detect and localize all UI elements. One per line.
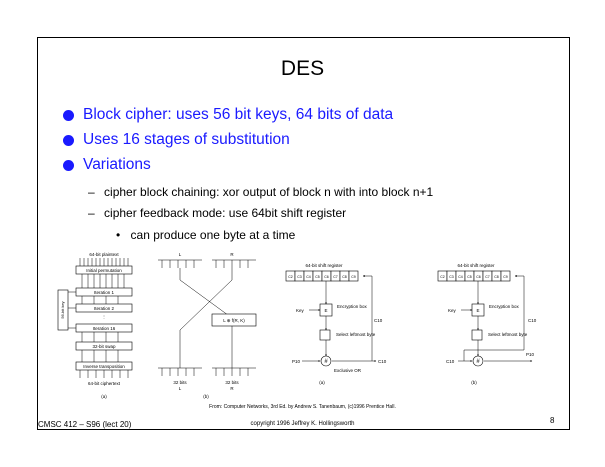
sub-bullet-1: – cipher block chaining: xor output of b… <box>88 185 433 199</box>
shift-register-label: 64-bit shift register <box>305 263 343 268</box>
c10-feedback-label: C10 <box>528 318 537 323</box>
initial-permutation-label: Initial permutation <box>86 268 122 273</box>
bullet-2: Uses 16 stages of substitution <box>63 131 290 149</box>
page-number: 8 <box>550 416 555 425</box>
xor-label: Exclusive OR <box>334 368 362 373</box>
e-label: E <box>476 308 479 313</box>
iteration-1-label: Iteration 1 <box>94 290 115 295</box>
register-cell: C6 <box>476 275 481 279</box>
iter-bottom-left-label: L <box>179 386 182 391</box>
ellipsis: ⋮ <box>102 314 106 319</box>
input-bit-lines <box>79 258 129 266</box>
key-box <box>57 289 69 331</box>
bullet-marker: • <box>116 228 121 242</box>
footer-center: copyright 1996 Jeffrey K. Hollingsworth <box>250 421 355 427</box>
shift-register-label: 64-bit shift register <box>457 263 495 268</box>
iteration-16-label: Iteration 16 <box>93 326 116 331</box>
bullet-3: Variations <box>63 156 151 174</box>
ciphertext-label: 64-bit ciphertext <box>88 381 121 386</box>
register-cell: C5 <box>467 275 472 279</box>
iter-bottom-right-label: R <box>230 386 234 391</box>
encryption-box-label: Encryption box <box>337 304 368 309</box>
figure-caption: From: Computer Networks, 3rd Ed. by Andr… <box>209 404 396 410</box>
register-cell: C5 <box>315 275 320 279</box>
swap-box <box>75 341 133 351</box>
xor-circle <box>472 355 484 367</box>
sub-sub-bullet-1: • can produce one byte at a time <box>116 228 295 242</box>
plaintext-label: 64-bit plaintext <box>89 252 119 257</box>
p10-label: P10 <box>292 359 301 364</box>
des-stack-diagram: 64-bit plaintext <box>57 252 133 399</box>
stack-bit-lines <box>68 274 129 378</box>
bullet-dot <box>63 110 74 121</box>
select-box <box>471 329 483 341</box>
key-label: Key <box>448 308 457 313</box>
bullet-1: Block cipher: uses 56 bit keys, 64 bits … <box>63 106 394 124</box>
bullet-text: Variations <box>83 156 151 173</box>
register-cell: C3 <box>297 275 302 279</box>
sub-bullet-text: cipher feedback mode: use 64bit shift re… <box>104 206 347 220</box>
iter-top-left-label: L <box>179 252 182 257</box>
bullet-dot <box>63 135 74 146</box>
c10-input-label: C10 <box>446 359 455 364</box>
cfb-decryption-diagram: 64-bit shift register C2 C3 C4 C5 C6 C7 … <box>437 263 537 385</box>
register-cell: C4 <box>458 275 463 279</box>
swap-label: 32-bit swap <box>92 344 116 349</box>
bullet-dot <box>63 160 74 171</box>
register-cell: C7 <box>485 275 490 279</box>
bullet-text: Block cipher: uses 56 bit keys, 64 bits … <box>83 106 394 123</box>
iter-top-right-label: R <box>230 252 234 257</box>
figure-letter-a: (a) <box>101 394 107 399</box>
iteration-diagram: L R L ⊕ f(R, K) 32 bits L 32 bits R <box>158 252 257 399</box>
xor-symbol: # <box>324 359 328 365</box>
xor-circle <box>320 355 332 367</box>
key-label: Key <box>296 308 305 313</box>
iter-bottom-right-bits: 32 bits <box>225 380 239 385</box>
bullet-text: Uses 16 stages of substitution <box>83 131 290 148</box>
encryption-box <box>319 303 333 317</box>
register-cell: C2 <box>288 275 293 279</box>
sub-sub-bullet-text: can produce one byte at a time <box>130 228 296 242</box>
select-box-label: Select leftmost byte <box>488 332 528 337</box>
encryption-box <box>471 303 485 317</box>
register-cell: C9 <box>503 275 508 279</box>
p10-output-label: P10 <box>526 352 535 357</box>
select-box-label: Select leftmost byte <box>336 332 376 337</box>
inverse-transposition-label: Inverse transposition <box>83 364 125 369</box>
register-cell: C9 <box>351 275 356 279</box>
dash-marker: – <box>88 206 95 220</box>
register-cell: C6 <box>324 275 329 279</box>
initial-permutation-box <box>75 265 133 275</box>
register-cell: C4 <box>306 275 311 279</box>
slide-title: DES <box>280 57 325 80</box>
c10-feedback-label: C10 <box>374 318 383 323</box>
c10-output-label: C10 <box>378 359 387 364</box>
e-label: E <box>324 308 327 313</box>
register-cell: C7 <box>333 275 338 279</box>
figure-letter-a2: (a) <box>319 380 325 385</box>
iter-bottom-left-bits: 32 bits <box>173 380 187 385</box>
figure-letter-b2: (b) <box>471 380 477 385</box>
function-box <box>211 313 257 327</box>
register-cell: C3 <box>449 275 454 279</box>
slide-frame <box>37 37 570 430</box>
encryption-box-label: Encryption box <box>489 304 520 309</box>
sub-bullet-text: cipher block chaining: xor output of blo… <box>104 185 434 199</box>
register-cell: C8 <box>342 275 347 279</box>
iteration-2-label: Iteration 2 <box>94 306 115 311</box>
select-box <box>319 329 331 341</box>
dash-marker: – <box>88 185 95 199</box>
function-label: L ⊕ f(R, K) <box>223 318 245 323</box>
xor-symbol: # <box>476 359 480 365</box>
register-cell: C8 <box>494 275 499 279</box>
cfb-encryption-diagram: 64-bit shift register C2 C3 C4 C5 C6 C7 … <box>285 263 387 385</box>
des-figure: 64-bit plaintext <box>57 252 537 399</box>
sub-bullet-2: – cipher feedback mode: use 64bit shift … <box>88 206 346 220</box>
key-label: 56-bit key <box>60 301 65 318</box>
footer-left: CMSC 412 – S96 (lect 20) <box>38 420 132 429</box>
figure-letter-b: (b) <box>203 394 209 399</box>
register-cell: C2 <box>440 275 445 279</box>
